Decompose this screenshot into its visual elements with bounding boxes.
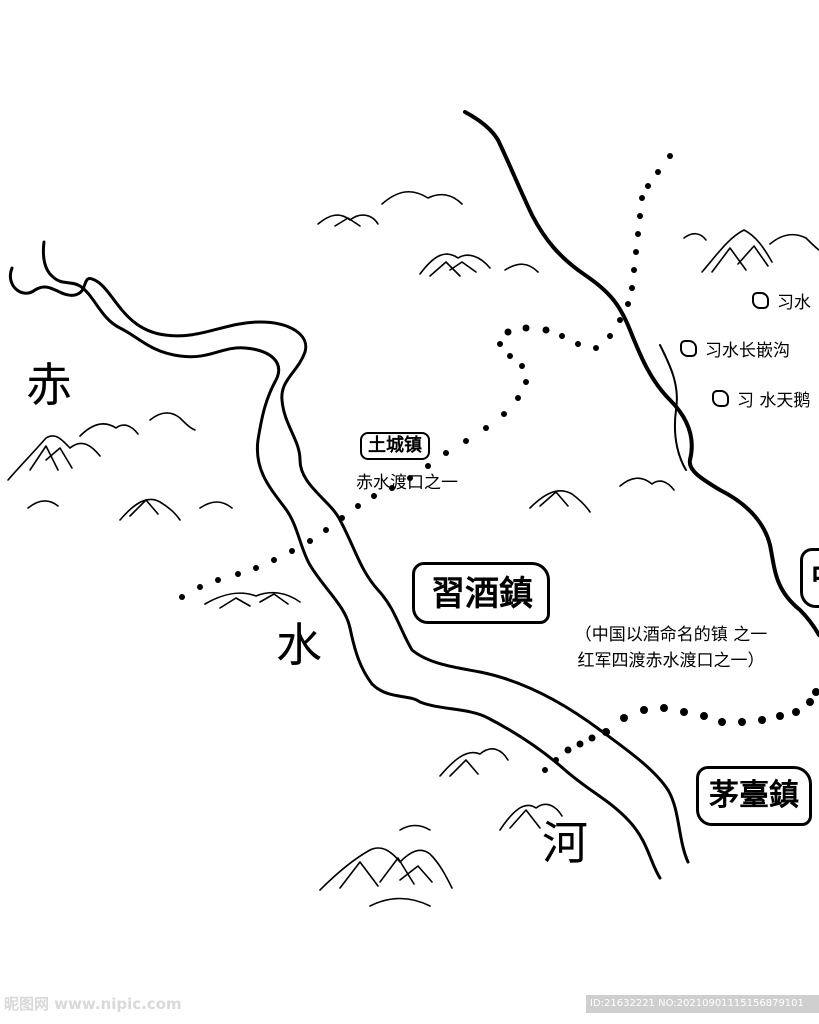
town-xijiu-desc-line2: 红军四渡赤水渡口之一） <box>577 651 765 671</box>
town-tucheng-label[interactable]: 土城镇 <box>360 432 430 460</box>
place-xishui-changqiangou-label: 习水长嵌沟 <box>705 341 790 361</box>
watermark-right: ID:21632221 NO:20210901115156879101 <box>586 995 819 1013</box>
place-marker-icon <box>712 390 729 407</box>
river-bank-north <box>8 266 690 864</box>
town-xijiu-desc-line1: （中国以酒命名的镇 之一 <box>574 625 768 645</box>
mountains <box>7 191 819 907</box>
river-char-he: 河 <box>542 816 588 870</box>
town-xijiu-name: 習酒鎮 <box>431 574 533 614</box>
town-edge-partial-label[interactable]: 中 <box>800 548 819 608</box>
place-xishui[interactable]: 习水 <box>752 288 811 313</box>
place-xishui-tiane-label: 习 水天鹅 <box>737 391 811 411</box>
tributary-bank-b <box>659 344 687 471</box>
place-xishui-changqiangou[interactable]: 习水长嵌沟 <box>680 336 790 361</box>
place-xishui-label: 习水 <box>777 293 811 313</box>
town-xijiu-label[interactable]: 習酒鎮 <box>412 562 550 624</box>
river-char-shui: 水 <box>276 618 322 672</box>
river-char-chi: 赤 <box>26 358 72 412</box>
place-xishui-tiane[interactable]: 习 水天鹅 <box>712 386 810 411</box>
place-marker-icon <box>752 292 769 309</box>
town-maotai-label[interactable]: 茅臺鎮 <box>696 766 812 826</box>
watermark-left: 昵图网 www.nipic.com <box>4 995 182 1013</box>
town-tucheng-name: 土城镇 <box>368 435 422 456</box>
river-bank-south <box>41 240 662 880</box>
tributary-bank-a <box>463 110 819 637</box>
town-edge-partial-name: 中 <box>811 560 819 595</box>
town-xijiu-desc: （中国以酒命名的镇 之一 红军四渡赤水渡口之一） <box>546 622 796 674</box>
place-marker-icon <box>680 340 697 357</box>
town-tucheng-desc: 赤水渡口之一 <box>356 473 458 493</box>
town-maotai-name: 茅臺鎮 <box>709 778 799 813</box>
route-dots <box>179 153 819 773</box>
